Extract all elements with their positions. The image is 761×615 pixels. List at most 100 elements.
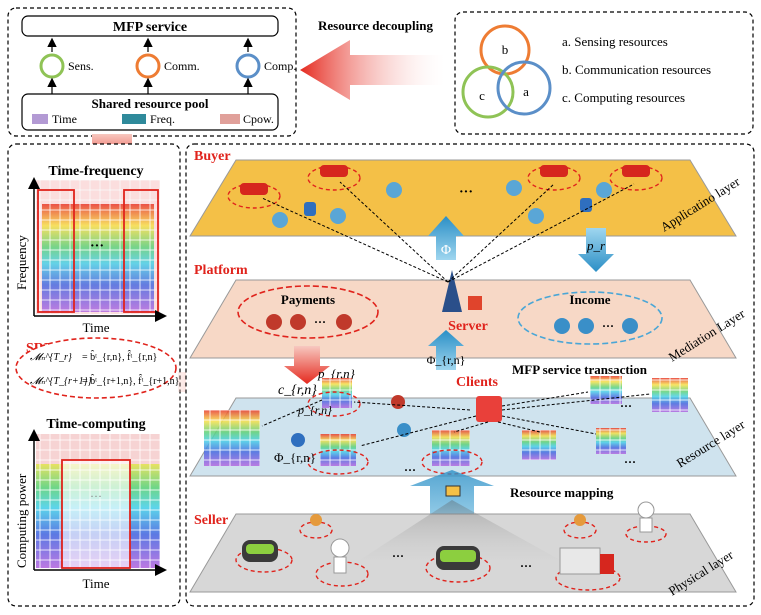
srp-eq1-rhs: = b̂ᵗ_{r,n}, f̂ᵗ_{r,n} — [82, 350, 157, 363]
time-frequency-grid: ··· — [36, 180, 160, 314]
tf-ylabel: Frequency — [14, 235, 29, 290]
server-links — [261, 181, 635, 283]
tf-xlabel: Time — [83, 320, 110, 335]
resource-layer: ··· ··· ··· c_{r,n} p_{r,n} Φ_{r,n} Reso… — [189, 376, 748, 477]
shared-resource-pool-box — [21, 93, 279, 131]
cpow-legend-swatch — [220, 114, 240, 124]
clients-label: Clients — [456, 375, 499, 390]
resource-ellipsis-3: ··· — [624, 455, 636, 469]
srp-eq2-lhs: 𝓜ₙ^{T_{r+1}} — [30, 376, 92, 387]
physical-ellipsis-1: ··· — [392, 549, 404, 563]
mfp-transaction-label: MFP service transaction — [512, 362, 648, 377]
database-icon — [580, 198, 592, 212]
freq-legend-label: Freq. — [150, 112, 175, 126]
resource-decoupling-label: Resource decoupling — [318, 18, 433, 33]
car-icon — [320, 165, 348, 177]
app-ellipsis: ··· — [459, 185, 473, 200]
payment-bag-icon — [290, 314, 306, 330]
venn-sensing-circle — [496, 60, 552, 116]
drone-icon — [310, 514, 322, 526]
car-icon — [540, 165, 568, 177]
time-legend-swatch — [32, 114, 48, 124]
venn-label-c: c — [479, 88, 485, 103]
venn-item-b: b. Communication resources — [562, 62, 711, 77]
resource-mapping-label: Resource mapping — [510, 485, 614, 500]
seller-label: Seller — [194, 513, 228, 528]
payments-ellipse — [237, 285, 379, 339]
price-down-arrow — [578, 228, 614, 272]
money-icon — [397, 423, 411, 437]
money-icon — [272, 212, 288, 228]
communication-circle-icon — [135, 53, 161, 79]
payments-label: Payments — [281, 292, 335, 307]
truck-icon — [559, 547, 601, 575]
physical-ellipsis-2: ··· — [520, 559, 532, 573]
transaction-links — [261, 391, 651, 447]
sens-label: Sens. — [68, 59, 94, 73]
clients-hub-icon — [476, 396, 502, 422]
database-icon — [291, 433, 305, 447]
income-label: Income — [569, 292, 610, 307]
computing-circle-icon — [235, 53, 261, 79]
sensing-circle-icon — [39, 53, 65, 79]
srp-ellipse — [15, 337, 177, 399]
application-layer: ··· Applicatino layer — [189, 159, 743, 237]
robot-icon — [330, 538, 350, 558]
comp-label: Comp. — [264, 59, 296, 73]
time-legend-label: Time — [52, 112, 77, 126]
tc-ellipsis: ··· — [90, 489, 102, 503]
resource-ellipsis-1: ··· — [404, 463, 416, 477]
payment-bag-icon — [266, 314, 282, 330]
money-icon — [506, 180, 522, 196]
car-icons — [227, 165, 663, 209]
payment-bag-icon — [336, 314, 352, 330]
left-panel: Time-frequency ··· Frequency Time SRP 𝓜ₙ… — [7, 143, 181, 607]
c-rn-label: c_{r,n} — [278, 383, 317, 398]
p-rn-label-top: p_{r,n} — [317, 366, 356, 381]
money-icon — [386, 182, 402, 198]
venn-item-a: a. Sensing resources — [562, 34, 668, 49]
venn-computing-circle — [461, 65, 515, 119]
venn-label-b: b — [502, 42, 509, 57]
mfp-service-title: MFP service — [113, 20, 187, 35]
venn-label-a: a — [523, 84, 529, 99]
mfp-service-title-box — [21, 15, 279, 37]
physical-layer: ··· ··· Physical layer — [189, 500, 737, 599]
p-r-label: p_r — [586, 238, 606, 253]
phi-rn-up-arrow — [428, 330, 464, 370]
database-icon — [304, 202, 316, 216]
cpow-legend-label: Cpow. — [243, 112, 274, 126]
venn-item-c: c. Computing resources — [562, 90, 685, 105]
car-icon — [622, 165, 650, 177]
p-rn-label-bottom: p_{r,n} — [297, 403, 332, 417]
phi-up-arrow — [428, 216, 464, 260]
srp-eq2-rhs: = b̂ᵗ_{r+1,n}, f̂ᵗ_{r+1,n} — [82, 374, 179, 387]
robot-icon — [637, 501, 655, 519]
shared-resource-pool-title: Shared resource pool — [91, 96, 208, 111]
resource-ellipsis-2: ··· — [620, 399, 632, 413]
server-box-icon — [468, 296, 482, 310]
income-bag-icon — [554, 318, 570, 334]
time-computing-grid: ··· — [36, 434, 160, 569]
server-label: Server — [448, 319, 488, 334]
srp-eq1-lhs: 𝓜ₙ^{T_r} — [30, 352, 72, 363]
tc-xlabel: Time — [83, 576, 110, 591]
resource-cube-stack — [204, 376, 688, 466]
server-tower-icon — [442, 270, 462, 312]
venn-panel: b c a a. Sensing resources b. Communicat… — [454, 11, 754, 135]
mediation-layer: Payments ··· Income ··· Server Mediation… — [189, 270, 748, 365]
price-rn-down-arrow — [284, 346, 330, 384]
freq-legend-swatch — [122, 114, 146, 124]
payment-bag-icon — [391, 395, 405, 409]
payments-ellipsis: ··· — [314, 315, 326, 329]
money-icon — [528, 208, 544, 224]
resource-decoupling-arrow: Resource decoupling — [300, 18, 445, 100]
tf-ellipsis: ··· — [90, 239, 104, 254]
car-icon — [240, 183, 268, 195]
mfp-service-panel: MFP service Sens. Comm. Comp. Shared res… — [7, 7, 297, 137]
platform-label: Platform — [194, 263, 248, 278]
buyer-label: Buyer — [194, 149, 231, 164]
phi-label: Φ — [441, 243, 451, 258]
money-icon — [596, 182, 612, 198]
